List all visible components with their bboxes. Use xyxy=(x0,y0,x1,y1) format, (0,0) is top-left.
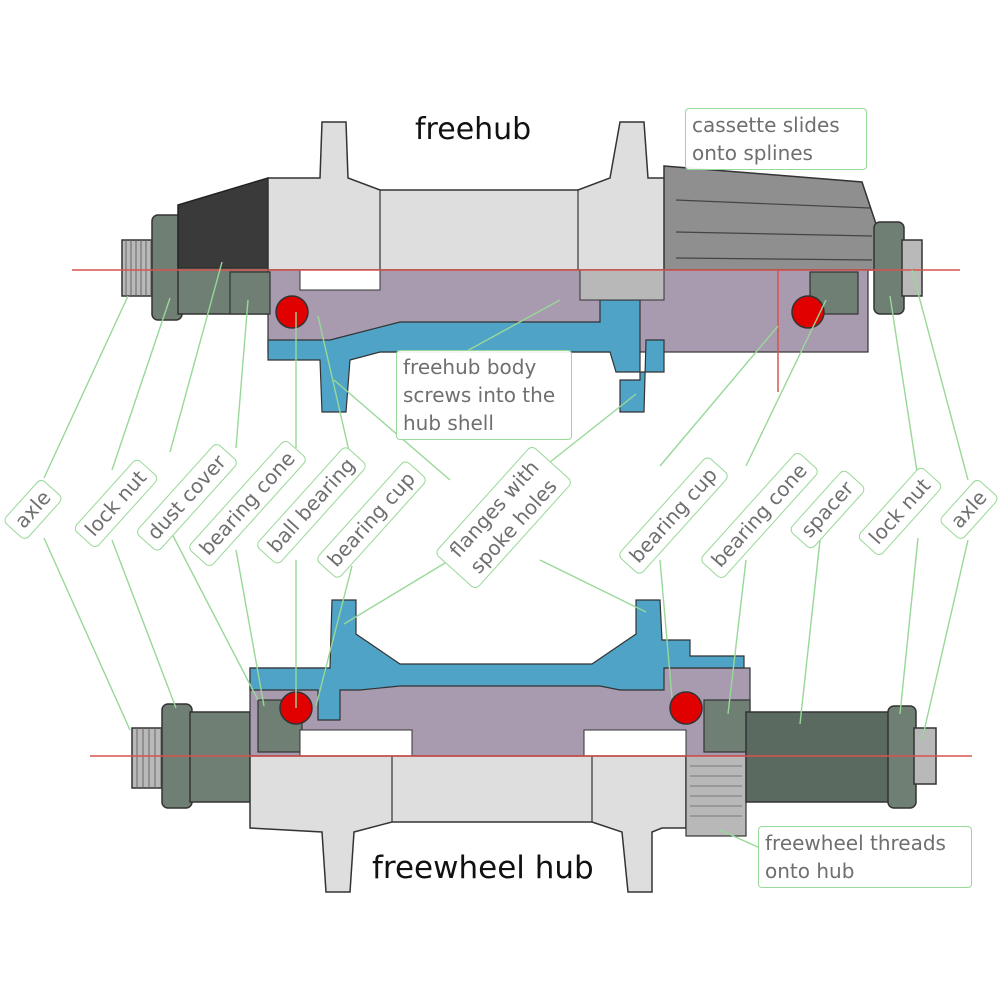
freewheel-shell xyxy=(249,755,687,893)
freehub-body-callout-line-1: freehub body xyxy=(403,355,537,379)
freehub-axle-right xyxy=(901,239,923,297)
freehub-ball-right xyxy=(791,295,825,329)
freewheel-hub-title: freewheel hub xyxy=(372,850,594,886)
freewheel-threads-callout-line-1: freewheel threads xyxy=(765,831,946,855)
cassette-callout-line-2: onto splines xyxy=(692,141,813,165)
freehub-title: freehub xyxy=(415,112,532,147)
cassette-callout: cassette slides onto splines xyxy=(685,108,867,170)
freewheel-threads-callout-line-2: onto hub xyxy=(765,859,855,883)
freewheel-ball-right xyxy=(669,691,703,725)
freewheel-section-blue xyxy=(249,599,745,721)
freehub-axle-left xyxy=(121,239,155,297)
freewheel-locknut-right xyxy=(887,705,917,809)
cassette-callout-line-1: cassette slides xyxy=(692,113,840,137)
leader-lines xyxy=(43,261,969,849)
freehub-ball-left xyxy=(275,295,309,329)
freewheel-threads-callout: freewheel threads onto hub xyxy=(758,826,972,888)
freehub-dust-cover xyxy=(177,176,269,269)
freehub-body-callout-line-2: screws into the xyxy=(403,383,556,407)
freewheel-hub-assembly xyxy=(90,599,972,893)
freehub-body-callout: freehub body screws into the hub shell xyxy=(396,350,572,440)
freehub-section-blue xyxy=(267,299,665,413)
freehub-cassette-body xyxy=(663,165,877,271)
freehub-locknut-right xyxy=(873,221,905,315)
freewheel-spacer xyxy=(745,711,893,803)
freehub-body-callout-line-3: hub shell xyxy=(403,411,494,435)
